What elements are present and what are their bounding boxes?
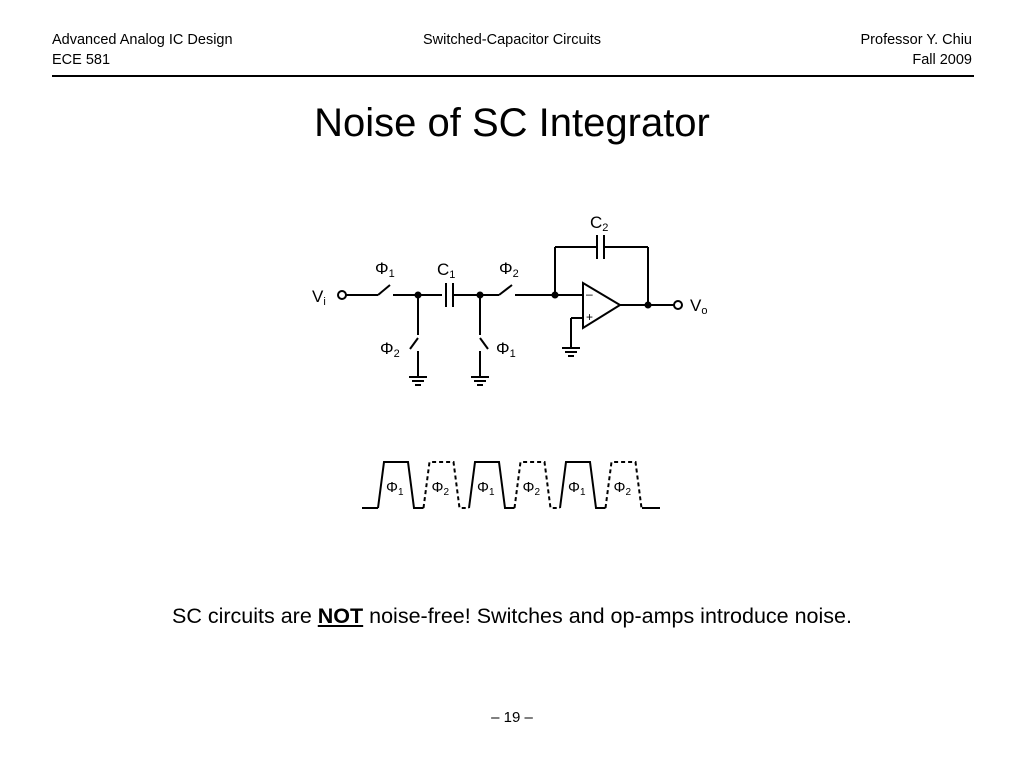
circuit-nodes — [414, 291, 652, 309]
clock-phase-label-5: Φ1 — [568, 479, 586, 498]
header-right: Professor Y. Chiu Fall 2009 — [861, 30, 973, 70]
header-left: Advanced Analog IC Design ECE 581 — [52, 30, 233, 70]
opamp-triangle — [582, 281, 622, 330]
clock-pulses: Φ1 Φ2 Φ1 Φ2 Φ1 Φ2 — [377, 461, 651, 509]
c2-label: C2 — [590, 213, 608, 234]
clock-phase-label-1: Φ1 — [386, 479, 404, 498]
switch-label-phi2-shunt: Φ2 — [380, 339, 400, 360]
ground-symbol-left — [409, 376, 427, 386]
clock-phase-label-6: Φ2 — [614, 479, 632, 498]
clock-timing-diagram: Φ1 Φ2 Φ1 Φ2 Φ1 Φ2 — [362, 461, 660, 509]
statement-emphasis: NOT — [317, 604, 364, 628]
header-topic: Switched-Capacitor Circuits — [422, 32, 602, 48]
opamp-minus-sign: – — [586, 287, 593, 301]
input-label: Vi — [312, 287, 326, 308]
clock-pulse-3 — [468, 461, 515, 509]
course-code: ECE 581 — [52, 52, 111, 68]
sc-integrator-schematic — [337, 235, 683, 386]
opamp-plus-sign: + — [586, 310, 593, 324]
clock-pulse-2 — [422, 461, 469, 509]
ground-symbol-opamp — [562, 347, 580, 357]
node-dot-right — [476, 291, 484, 299]
ground-symbol-right — [471, 376, 489, 386]
course-title: Advanced Analog IC Design — [52, 32, 233, 48]
clock-phase-label-4: Φ2 — [523, 479, 541, 498]
input-terminal — [337, 290, 347, 300]
instructor-name: Professor Y. Chiu — [860, 32, 973, 48]
switch-label-phi2-series: Φ2 — [499, 259, 519, 280]
switch-phi2-shunt — [409, 337, 419, 350]
statement-rest: noise-free! Switches and op-amps introdu… — [363, 604, 852, 628]
node-dot-output — [644, 301, 652, 309]
term: Fall 2009 — [912, 52, 972, 68]
clock-pulse-6 — [604, 461, 651, 509]
header-divider — [52, 75, 974, 77]
noise-statement: SC circuits are NOT noise-free! Switches… — [0, 601, 1024, 631]
output-terminal — [673, 300, 683, 310]
statement-lead: SC circuits are — [172, 604, 318, 628]
switch-phi1-shunt — [479, 337, 489, 350]
page-number: – 19 – — [491, 709, 533, 726]
clock-pulse-1 — [377, 461, 424, 509]
switch-phi1-series — [377, 284, 391, 296]
switch-phi2-series — [498, 284, 513, 296]
clock-pulse-5 — [559, 461, 606, 509]
node-dot-feedback — [551, 291, 559, 299]
switch-label-phi1-shunt: Φ1 — [496, 339, 516, 360]
output-label: Vo — [690, 296, 707, 317]
clock-pulse-4 — [513, 461, 560, 509]
clock-phase-label-2: Φ2 — [432, 479, 450, 498]
switch-label-phi1-series: Φ1 — [375, 259, 395, 280]
slide-title: Noise of SC Integrator — [314, 101, 710, 145]
node-dot-left — [414, 291, 422, 299]
clock-phase-label-3: Φ1 — [477, 479, 495, 498]
c1-label: C1 — [437, 260, 455, 281]
circuit-labels: Vi Vo C1 C2 Φ1 Φ2 Φ2 Φ1 – + — [312, 213, 707, 360]
